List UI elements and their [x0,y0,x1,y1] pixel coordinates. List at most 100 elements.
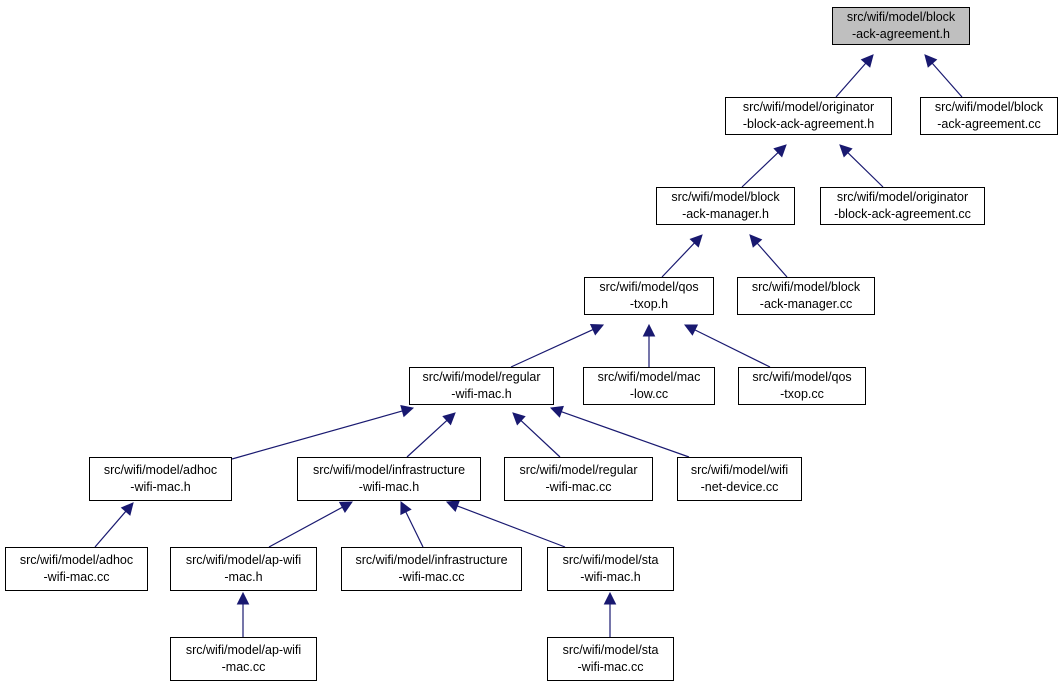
edge-n17-n11 [445,500,566,548]
edge-n3-n1 [741,144,787,188]
node-label-line: src/wifi/model/sta [562,553,659,567]
node-label-line: -ack-manager.cc [759,297,853,311]
node-label-line: -wifi-mac.h [451,387,512,401]
edge-line [661,242,695,278]
node-adhoc-wifi-mac-h[interactable]: src/wifi/model/adhoc -wifi-mac.h [89,457,232,501]
node-label-line: -wifi-mac.cc [398,570,465,584]
node-infrastructure-wifi-mac-cc[interactable]: src/wifi/model/infrastructure -wifi-mac.c… [341,547,522,591]
node-originator-block-ack-agreement-cc[interactable]: src/wifi/model/originator -block-ack-agre… [820,187,985,225]
node-label-line: -wifi-mac.h [130,480,191,494]
arrowhead [442,412,456,426]
node-label-line: -low.cc [629,387,669,401]
arrowhead [683,324,699,336]
edge-n4-n1 [839,144,884,188]
node-label-line: -wifi-mac.cc [43,570,110,584]
edge-line [931,62,963,98]
node-label-line: src/wifi/model/regular [422,370,541,384]
edge-n18-n15 [236,591,250,637]
node-label-line: -ack-agreement.cc [937,117,1041,131]
edge-line [756,242,788,278]
node-block-ack-manager-h[interactable]: src/wifi/model/block-ack-manager.h [656,187,795,225]
arrowhead [773,144,787,158]
arrowhead [120,502,134,516]
node-sta-wifi-mac-h[interactable]: src/wifi/model/sta -wifi-mac.h [547,547,674,591]
edge-n6-n3 [749,234,788,278]
edge-line [94,510,127,548]
arrowhead [642,323,656,337]
edge-n8-n5 [642,323,656,367]
edge-line [694,329,771,368]
node-label-line: src/wifi/model/infrastructure [312,463,466,477]
node-label-line: src/wifi/model/sta [562,643,659,657]
arrowhead [236,591,250,605]
node-label-line: src/wifi/model/block [934,100,1044,114]
node-label-line: src/wifi/model/mac [597,370,701,384]
node-block-ack-manager-cc[interactable]: src/wifi/model/block -ack-manager.cc [737,277,875,315]
node-block-ack-agreement-cc[interactable]: src/wifi/model/block -ack-agreement.cc [920,97,1058,135]
node-wifi-net-device-cc[interactable]: src/wifi/model/wifi-net-device.cc [677,457,802,501]
node-adhoc-wifi-mac-cc[interactable]: src/wifi/model/adhoc -wifi-mac.cc [5,547,148,591]
edge-line [268,506,343,548]
node-label-line: src/wifi/model/originator [836,190,969,204]
node-label-line: -wifi-mac.cc [577,660,644,674]
edge-line [231,410,403,460]
node-label-line: src/wifi/model/adhoc [103,463,218,477]
node-qos-txop-cc[interactable]: src/wifi/model/qos-txop.cc [738,367,866,405]
node-block-ack-agreement-h[interactable]: src/wifi/model/block -ack-agreement.h [832,7,970,45]
node-regular-wifi-mac-cc[interactable]: src/wifi/model/regular-wifi-mac.cc [504,457,653,501]
arrowhead [512,412,526,426]
edge-line [405,511,424,548]
arrowhead [860,54,874,68]
edge-n2-n0 [924,54,963,98]
edge-line [406,419,448,458]
node-label-line: -wifi-mac.h [580,570,641,584]
node-mac-low-cc[interactable]: src/wifi/model/mac -low.cc [583,367,715,405]
node-label-line: -block-ack-agreement.cc [834,207,971,221]
node-regular-wifi-mac-h[interactable]: src/wifi/model/regular -wifi-mac.h [409,367,554,405]
edge-n15-n11 [268,501,353,548]
node-label-line: -ack-manager.h [682,207,769,221]
arrowhead [749,234,763,248]
arrowhead [338,501,353,514]
arrowhead [589,324,605,336]
node-label-line: src/wifi/model/qos [752,370,852,384]
edge-line [520,420,561,458]
edge-line [847,152,884,188]
node-label-line: src/wifi/model/block [751,280,861,294]
node-originator-block-ack-agreement-h[interactable]: src/wifi/model/originator -block-ack-agre… [725,97,892,135]
node-label-line: src/wifi/model/originator [742,100,875,114]
edge-n19-n17 [603,591,617,637]
node-label-line: -wifi-mac.cc [545,480,612,494]
node-qos-txop-h[interactable]: src/wifi/model/qos-txop.h [584,277,714,315]
edge-n7-n5 [510,324,605,368]
edge-n10-n7 [231,405,415,460]
arrowhead [839,144,853,158]
node-label-line: -net-device.cc [700,480,779,494]
arrowhead [924,54,938,68]
edge-line [835,62,867,98]
node-label-line: src/wifi/model/qos [599,280,699,294]
node-ap-wifi-mac-h[interactable]: src/wifi/model/ap-wifi-mac.h [170,547,317,591]
edge-n5-n3 [661,234,703,278]
node-sta-wifi-mac-cc[interactable]: src/wifi/model/sta -wifi-mac.cc [547,637,674,681]
node-label-line: -ack-agreement.h [852,27,950,41]
edge-line [457,505,566,548]
node-label-line: src/wifi/model/ap-wifi [185,643,302,657]
arrowhead [445,500,460,512]
node-infrastructure-wifi-mac-h[interactable]: src/wifi/model/infrastructure -wifi-mac.h [297,457,481,501]
node-ap-wifi-mac-cc[interactable]: src/wifi/model/ap-wifi-mac.cc [170,637,317,681]
edge-n11-n7 [406,412,456,458]
node-label-line: -block-ack-agreement.h [742,117,875,131]
arrowhead [400,500,412,516]
node-label-line: src/wifi/model/adhoc [19,553,134,567]
node-label-line: -mac.h [224,570,263,584]
edge-n16-n11 [400,500,424,548]
edge-n9-n5 [683,324,771,368]
node-label-line: src/wifi/model/block [846,10,956,24]
arrowhead [549,405,564,418]
node-label-line: -wifi-mac.h [358,480,420,494]
node-label-line: src/wifi/model/infrastructure [355,553,508,567]
edge-n12-n7 [512,412,561,458]
